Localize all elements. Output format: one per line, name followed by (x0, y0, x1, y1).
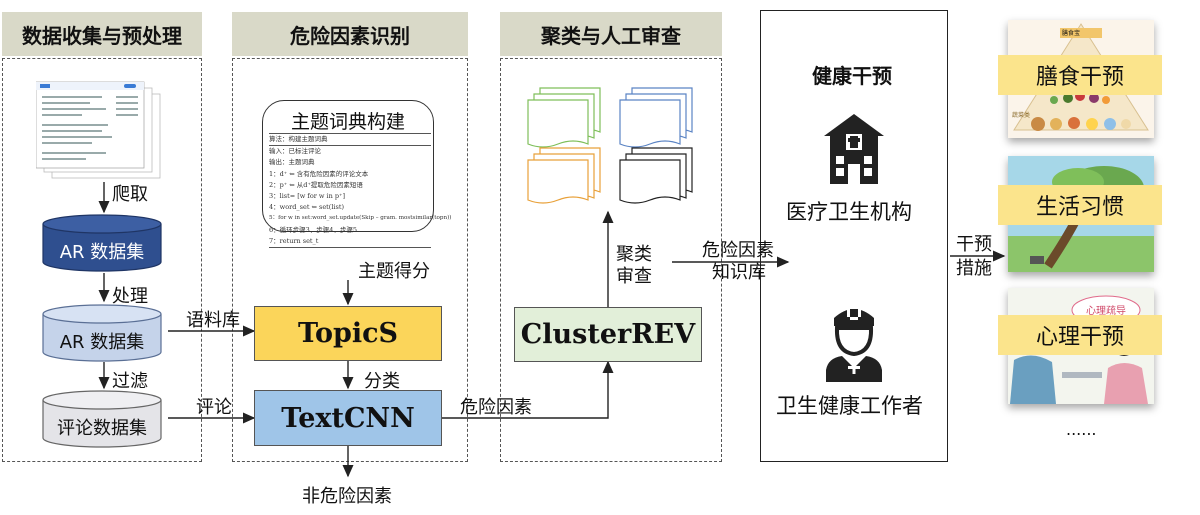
ar-dataset-raw: AR 数据集 (42, 214, 162, 272)
cluster-review-label-2: 审查 (616, 266, 652, 287)
health-intervention-title: 健康干预 (812, 64, 892, 88)
health-worker-label: 卫生健康工作者 (776, 394, 923, 418)
classify-label: 分类 (364, 371, 400, 392)
hospital-icon (820, 112, 888, 186)
topic-score-label: 主题得分 (358, 261, 430, 282)
review-dataset: 评论数据集 (42, 390, 162, 448)
panel-risk-identification (232, 58, 468, 462)
topic-dictionary-title: 主题词典构建 (290, 111, 405, 133)
kb-label-2: 知识库 (712, 262, 766, 283)
topics-model-box: TopicS (254, 306, 442, 361)
clusterrev-model-box: ClusterREV (514, 307, 702, 362)
header-clustering-review: 聚类与人工审查 (500, 12, 722, 56)
ar-dataset-raw-label: AR 数据集 (59, 242, 145, 263)
algorithm-line: 4：word_set ⇐ set(list) (269, 203, 344, 212)
pyramid-top-text: 膳食宝 (1062, 30, 1081, 37)
header-data-collection: 数据收集与预处理 (2, 12, 202, 56)
kb-label-1: 危险因素 (702, 240, 774, 261)
measures-label-2: 措施 (956, 258, 992, 279)
algorithm-line: 6：循环步骤3、步骤4、步骤5 (269, 225, 358, 234)
measures-label-1: 干预 (956, 234, 992, 255)
review-dataset-label: 评论数据集 (57, 418, 147, 439)
algorithm-line: 2：p⁺ ⇐ 从d⁺提取危险因素短语 (269, 180, 363, 189)
algorithm-line: 3：list= [w for w in p⁺] (269, 191, 346, 200)
corpus-label: 语料库 (186, 310, 240, 331)
more-ellipsis: ...... (1066, 420, 1097, 439)
algorithm-line: 输出：主题词典 (269, 158, 315, 167)
document-clusters (520, 86, 700, 206)
crawl-label: 爬取 (112, 184, 148, 205)
algorithm-line: 算法：构建主题词典 (269, 133, 431, 147)
cluster-review-label-1: 聚类 (616, 244, 652, 265)
algorithm-line: 7：return set_t (269, 236, 431, 248)
psych-intervention-label: 心理干预 (998, 315, 1162, 355)
algorithm-line: 1：d⁺ ⇐ 含有危险因素的评论文本 (269, 169, 369, 178)
psych-title-text: 心理疏导 (1086, 306, 1126, 317)
lifestyle-intervention-label: 生活习惯 (998, 185, 1162, 225)
doctor-icon (820, 300, 888, 382)
diet-intervention-label: 膳食干预 (998, 55, 1162, 95)
reviews-label: 评论 (196, 397, 232, 418)
textcnn-model-box: TextCNN (254, 390, 442, 446)
header-risk-identification: 危险因素识别 (232, 12, 468, 56)
webpage-screenshots (35, 80, 166, 180)
algorithm-line: 输入：已标注评论 (269, 147, 321, 156)
pyramid-side-text: 蔬菜类 (1012, 112, 1031, 119)
non-risk-factors-label: 非危险因素 (302, 486, 392, 507)
panel-data-collection (2, 58, 202, 462)
algorithm-text: 算法：构建主题词典 输入：已标注评论 输出：主题词典 1：d⁺ ⇐ 含有危险因素… (269, 133, 452, 248)
process-label: 处理 (112, 286, 148, 307)
panel-clustering-review (500, 58, 722, 462)
medical-institution-label: 医疗卫生机构 (786, 200, 912, 224)
topic-dictionary-card: 主题词典构建 算法：构建主题词典 输入：已标注评论 输出：主题词典 1：d⁺ ⇐… (262, 100, 451, 248)
ar-dataset-processed-label: AR 数据集 (59, 332, 145, 353)
filter-label: 过滤 (112, 371, 148, 392)
ar-dataset-processed: AR 数据集 (42, 304, 162, 362)
panel-health-intervention (760, 10, 948, 462)
risk-factors-label: 危险因素 (460, 397, 532, 418)
algorithm-line: 5：for w in set:word_set.update(Skip – gr… (269, 215, 452, 222)
